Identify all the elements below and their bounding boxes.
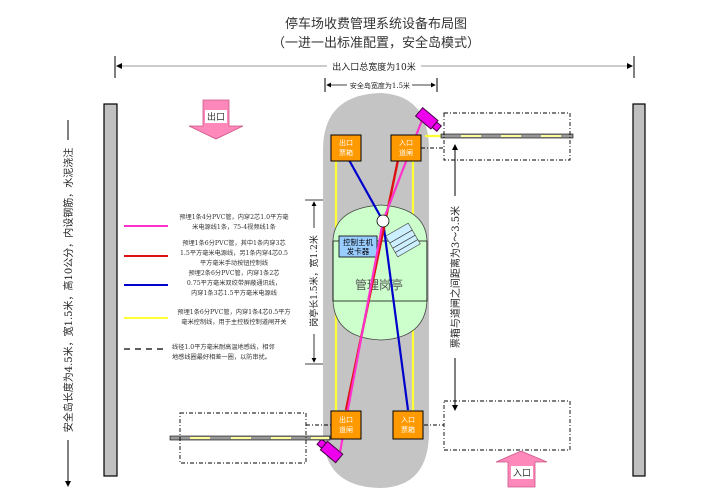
exit-arrow: 出口 [188, 99, 244, 140]
entry-ticket-box-label-1: 入口 [401, 416, 415, 424]
right-wall [632, 103, 646, 477]
booth-size-dimension: 岗亭长1.5米，宽1.2米 [305, 199, 323, 365]
legend-text-2: 平方毫米手动按钮控制线 [200, 259, 268, 267]
legend-text-1: 米电源线1条，75-4视频线1条 [192, 223, 276, 231]
blue-cable-1 [348, 159, 384, 222]
exit-camera-icon [316, 438, 344, 464]
entry-gate-arm [440, 133, 574, 139]
entry-camera-icon [414, 106, 443, 133]
entry-arrow: 入口 [495, 450, 548, 488]
exit-gate-label-1: 出口 [339, 415, 353, 424]
legend-text-1: 预埋1条4分PVC管，内穿2芯1.0平方毫 [179, 213, 288, 221]
distance-label: 票箱与道闸之间距离为3～3.5米 [449, 206, 462, 348]
card-dispenser-icon [385, 222, 421, 258]
legend-text-2: 1.5平方毫米电源线，另1条内穿4芯0.5 [180, 249, 288, 257]
legend-text-5: 线径1.0平方毫米耐高温地感线，相邻 [172, 343, 275, 351]
legend-text-3: 0.75平方毫米双绞带屏蔽通讯线， [187, 279, 281, 287]
island-length-label: 安全岛长度为4.5米，宽1.5米，高10公分，内设钢筋，水泥浇注 [62, 148, 75, 433]
controller-label-2: 发卡器 [347, 246, 370, 256]
legend-text-4: 毫米控制线，用于主控板控制道闸开关 [181, 318, 286, 326]
entry-loop-top [443, 112, 571, 161]
entry-gate-label-1: 入口 [399, 139, 413, 147]
exit-loop-top [179, 412, 307, 464]
blue-cable-2 [381, 220, 410, 411]
controller-label-1: 控制主机 [343, 237, 373, 247]
diagram-title: 停车场收费管理系统设备布局图 [285, 16, 467, 32]
legend-text-4: 预埋1条6分PVC管，内穿1条4芯0.5平方 [177, 308, 290, 316]
booth-size-label: 岗亭长1.5米，宽1.2米 [308, 235, 320, 327]
exit-gate[interactable]: 出口 道闸 [330, 410, 362, 440]
entry-gate[interactable]: 入口 道闸 [390, 134, 422, 162]
total-width-dimension: 出入口总宽度为10米 [114, 56, 635, 78]
island-width-dimension: 安全岛宽度为1.5米 [324, 78, 438, 92]
island-width-label: 安全岛宽度为1.5米 [350, 81, 410, 90]
exit-arrow-label: 出口 [207, 111, 225, 123]
legend-text-2: 预埋1条6分PVC管，其中1条内穿3芯 [182, 239, 285, 247]
entry-ticket-box-label-2: 票箱 [401, 425, 415, 434]
exit-gate-arm [169, 435, 331, 441]
island-length-dimension: 安全岛长度为4.5米，宽1.5米，高10公分，内设钢筋，水泥浇注 [62, 120, 75, 487]
junction-point [376, 214, 390, 228]
legend-text-3: 预埋2条6分PVC管，内穿1条2芯 [189, 269, 280, 277]
entry-ticket-box[interactable]: 入口 票箱 [392, 410, 424, 440]
exit-ticket-box[interactable]: 出口 票箱 [330, 134, 362, 162]
left-wall [103, 103, 118, 477]
entry-arrow-label: 入口 [513, 468, 531, 479]
exit-ticket-box-label-2: 票箱 [339, 148, 353, 157]
distance-dimension: 票箱与道闸之间距离为3～3.5米 [449, 144, 462, 411]
legend-text-3: 内穿1条3芯1.5平方毫米电源线 [191, 289, 277, 297]
entry-loop-bottom [443, 400, 571, 451]
diagram-subtitle: （一进一出标准配置，安全岛模式） [272, 35, 480, 51]
total-width-label: 出入口总宽度为10米 [332, 61, 415, 73]
magenta-cable-1 [381, 114, 426, 222]
legend-text-5: 地感线圈最好相差一圈，以防串扰。 [172, 353, 271, 361]
exit-ticket-box-label-1: 出口 [339, 138, 353, 147]
exit-gate-label-2: 道闸 [339, 425, 353, 434]
ground-loops [179, 112, 571, 464]
booth-label: 管理岗亭 [355, 277, 403, 292]
controller-box[interactable]: 控制主机 发卡器 [338, 235, 378, 258]
entry-gate-label-2: 道闸 [399, 148, 413, 157]
legend: 预埋1条4分PVC管，内穿2芯1.0平方毫米电源线1条，75-4视频线1条预埋1… [124, 213, 291, 361]
